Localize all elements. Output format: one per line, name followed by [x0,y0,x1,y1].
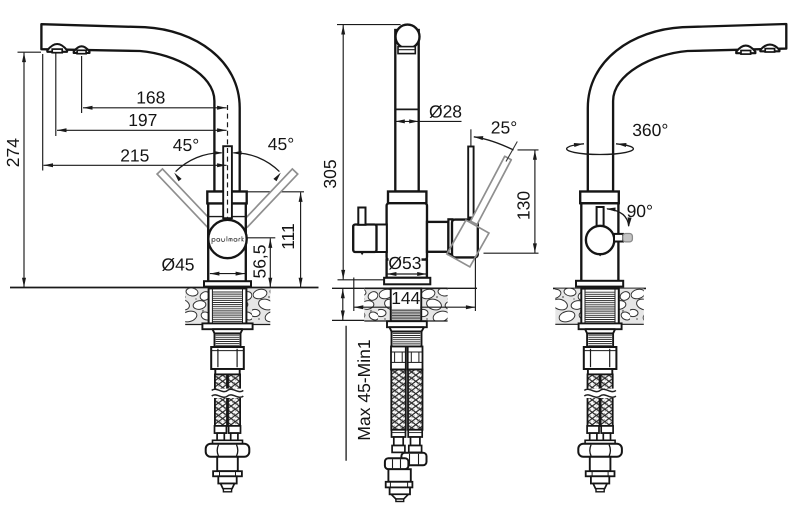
svg-text:45°: 45° [268,134,294,154]
svg-text:45°: 45° [173,135,199,155]
svg-text:56,5: 56,5 [249,244,269,278]
svg-text:168: 168 [136,87,165,107]
svg-text:360°: 360° [632,120,668,140]
svg-text:Max 45-Min1: Max 45-Min1 [354,339,374,440]
svg-text:130: 130 [514,191,534,220]
svg-text:144: 144 [391,288,420,308]
svg-text:25°: 25° [491,117,517,137]
svg-text:215: 215 [120,145,149,165]
svg-text:197: 197 [128,110,157,130]
svg-text:305: 305 [320,159,340,188]
svg-text:274: 274 [3,138,23,167]
svg-text:Ø53: Ø53 [388,253,421,273]
svg-text:90°: 90° [627,201,653,221]
svg-text:Ø28: Ø28 [429,102,462,122]
svg-text:Ø45: Ø45 [161,254,194,274]
svg-text:111: 111 [278,223,298,250]
